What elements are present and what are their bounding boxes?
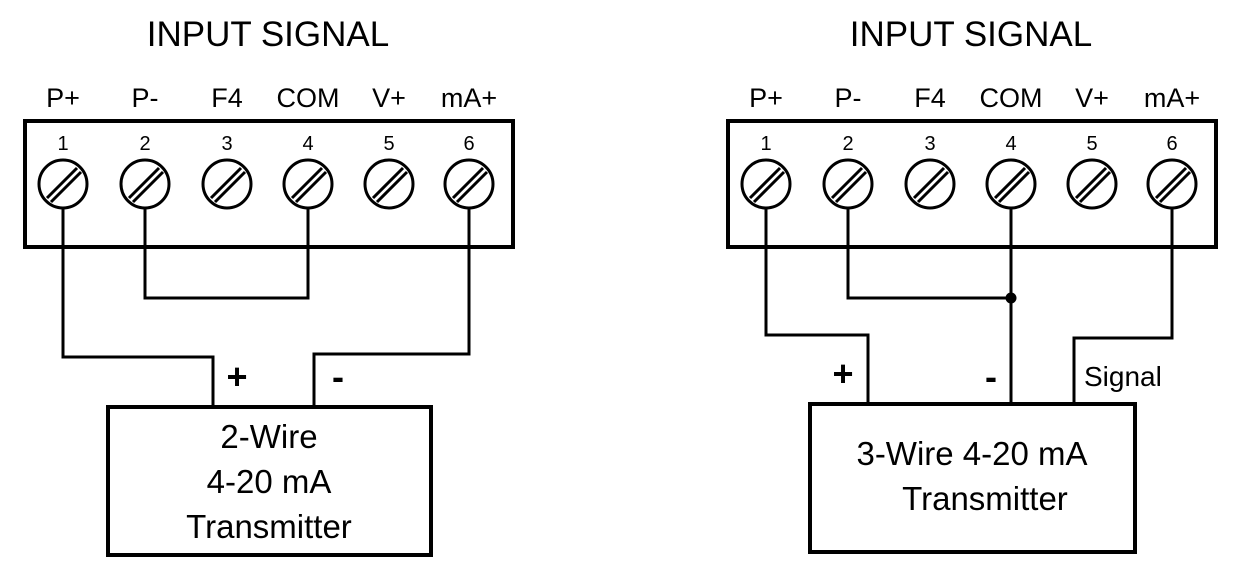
right-terminal-label-com: COM (980, 83, 1043, 113)
right-wire-plus (764, 208, 870, 404)
left-terminal-block (23, 119, 515, 249)
right-terminal-label-p-minus: P- (835, 83, 862, 113)
right-terminal-num-5: 5 (1086, 133, 1097, 155)
left-screw-6-icon (443, 158, 495, 210)
right-minus-sign: - (985, 356, 997, 397)
right-screw-5-icon (1066, 158, 1118, 210)
right-screw-2-icon (822, 158, 874, 210)
right-panel: INPUT SIGNAL P+ P- F4 COM V+ mA+ 1 2 3 4… (726, 15, 1218, 554)
left-wire-jumper-2-4 (143, 208, 310, 300)
left-screw-1-icon (37, 158, 89, 210)
right-transmitter-line-2: Transmitter (902, 480, 1068, 517)
right-transmitter-line-1: 3-Wire 4-20 mA (856, 435, 1087, 472)
right-terminal-block (726, 119, 1218, 249)
right-wire-jumper-2-4 (846, 208, 1011, 300)
left-terminal-label-com: COM (277, 83, 340, 113)
right-title: INPUT SIGNAL (850, 15, 1092, 54)
left-screw-3-icon (201, 158, 253, 210)
left-minus-sign: - (332, 356, 344, 397)
left-terminal-num-6: 6 (463, 133, 474, 155)
left-transmitter-box (106, 405, 433, 557)
left-panel: INPUT SIGNAL P+ P- F4 COM V+ mA+ 1 2 3 4… (23, 15, 515, 557)
left-wire-minus (312, 208, 471, 407)
right-screw-3-icon (904, 158, 956, 210)
left-terminal-num-2: 2 (139, 133, 150, 155)
right-screw-1-icon (740, 158, 792, 210)
left-screw-2-icon (119, 158, 171, 210)
right-signal-label: Signal (1084, 361, 1162, 392)
right-terminal-num-3: 3 (924, 133, 935, 155)
left-terminal-num-5: 5 (383, 133, 394, 155)
left-terminal-label-p-plus: P+ (46, 83, 80, 113)
left-terminal-label-f4: F4 (211, 83, 243, 113)
left-title: INPUT SIGNAL (147, 15, 389, 54)
left-terminal-label-p-minus: P- (132, 83, 159, 113)
left-transmitter-line-1: 2-Wire (220, 418, 317, 455)
right-screw-6-icon (1146, 158, 1198, 210)
right-terminal-label-f4: F4 (914, 83, 946, 113)
right-transmitter-box (808, 402, 1137, 554)
left-transmitter-line-2: 4-20 mA (207, 463, 332, 500)
left-terminal-num-4: 4 (302, 133, 313, 155)
left-terminal-label-ma-plus: mA+ (441, 83, 497, 113)
left-transmitter-line-3: Transmitter (186, 508, 352, 545)
right-terminal-label-ma-plus: mA+ (1144, 83, 1200, 113)
left-screw-5-icon (363, 158, 415, 210)
left-terminal-label-v-plus: V+ (372, 83, 406, 113)
right-terminal-num-2: 2 (842, 133, 853, 155)
left-terminal-num-3: 3 (221, 133, 232, 155)
right-terminal-label-p-plus: P+ (749, 83, 783, 113)
right-screw-4-icon (985, 158, 1037, 210)
right-terminal-label-v-plus: V+ (1075, 83, 1109, 113)
right-junction-dot (1005, 292, 1017, 304)
left-screw-4-icon (282, 158, 334, 210)
right-terminal-num-4: 4 (1005, 133, 1016, 155)
left-wire-plus (61, 208, 215, 407)
right-terminal-num-6: 6 (1166, 133, 1177, 155)
right-terminal-num-1: 1 (760, 133, 771, 155)
right-wire-signal (1072, 208, 1174, 404)
right-plus-sign: + (832, 353, 853, 394)
left-terminal-num-1: 1 (57, 133, 68, 155)
left-plus-sign: + (226, 356, 247, 397)
